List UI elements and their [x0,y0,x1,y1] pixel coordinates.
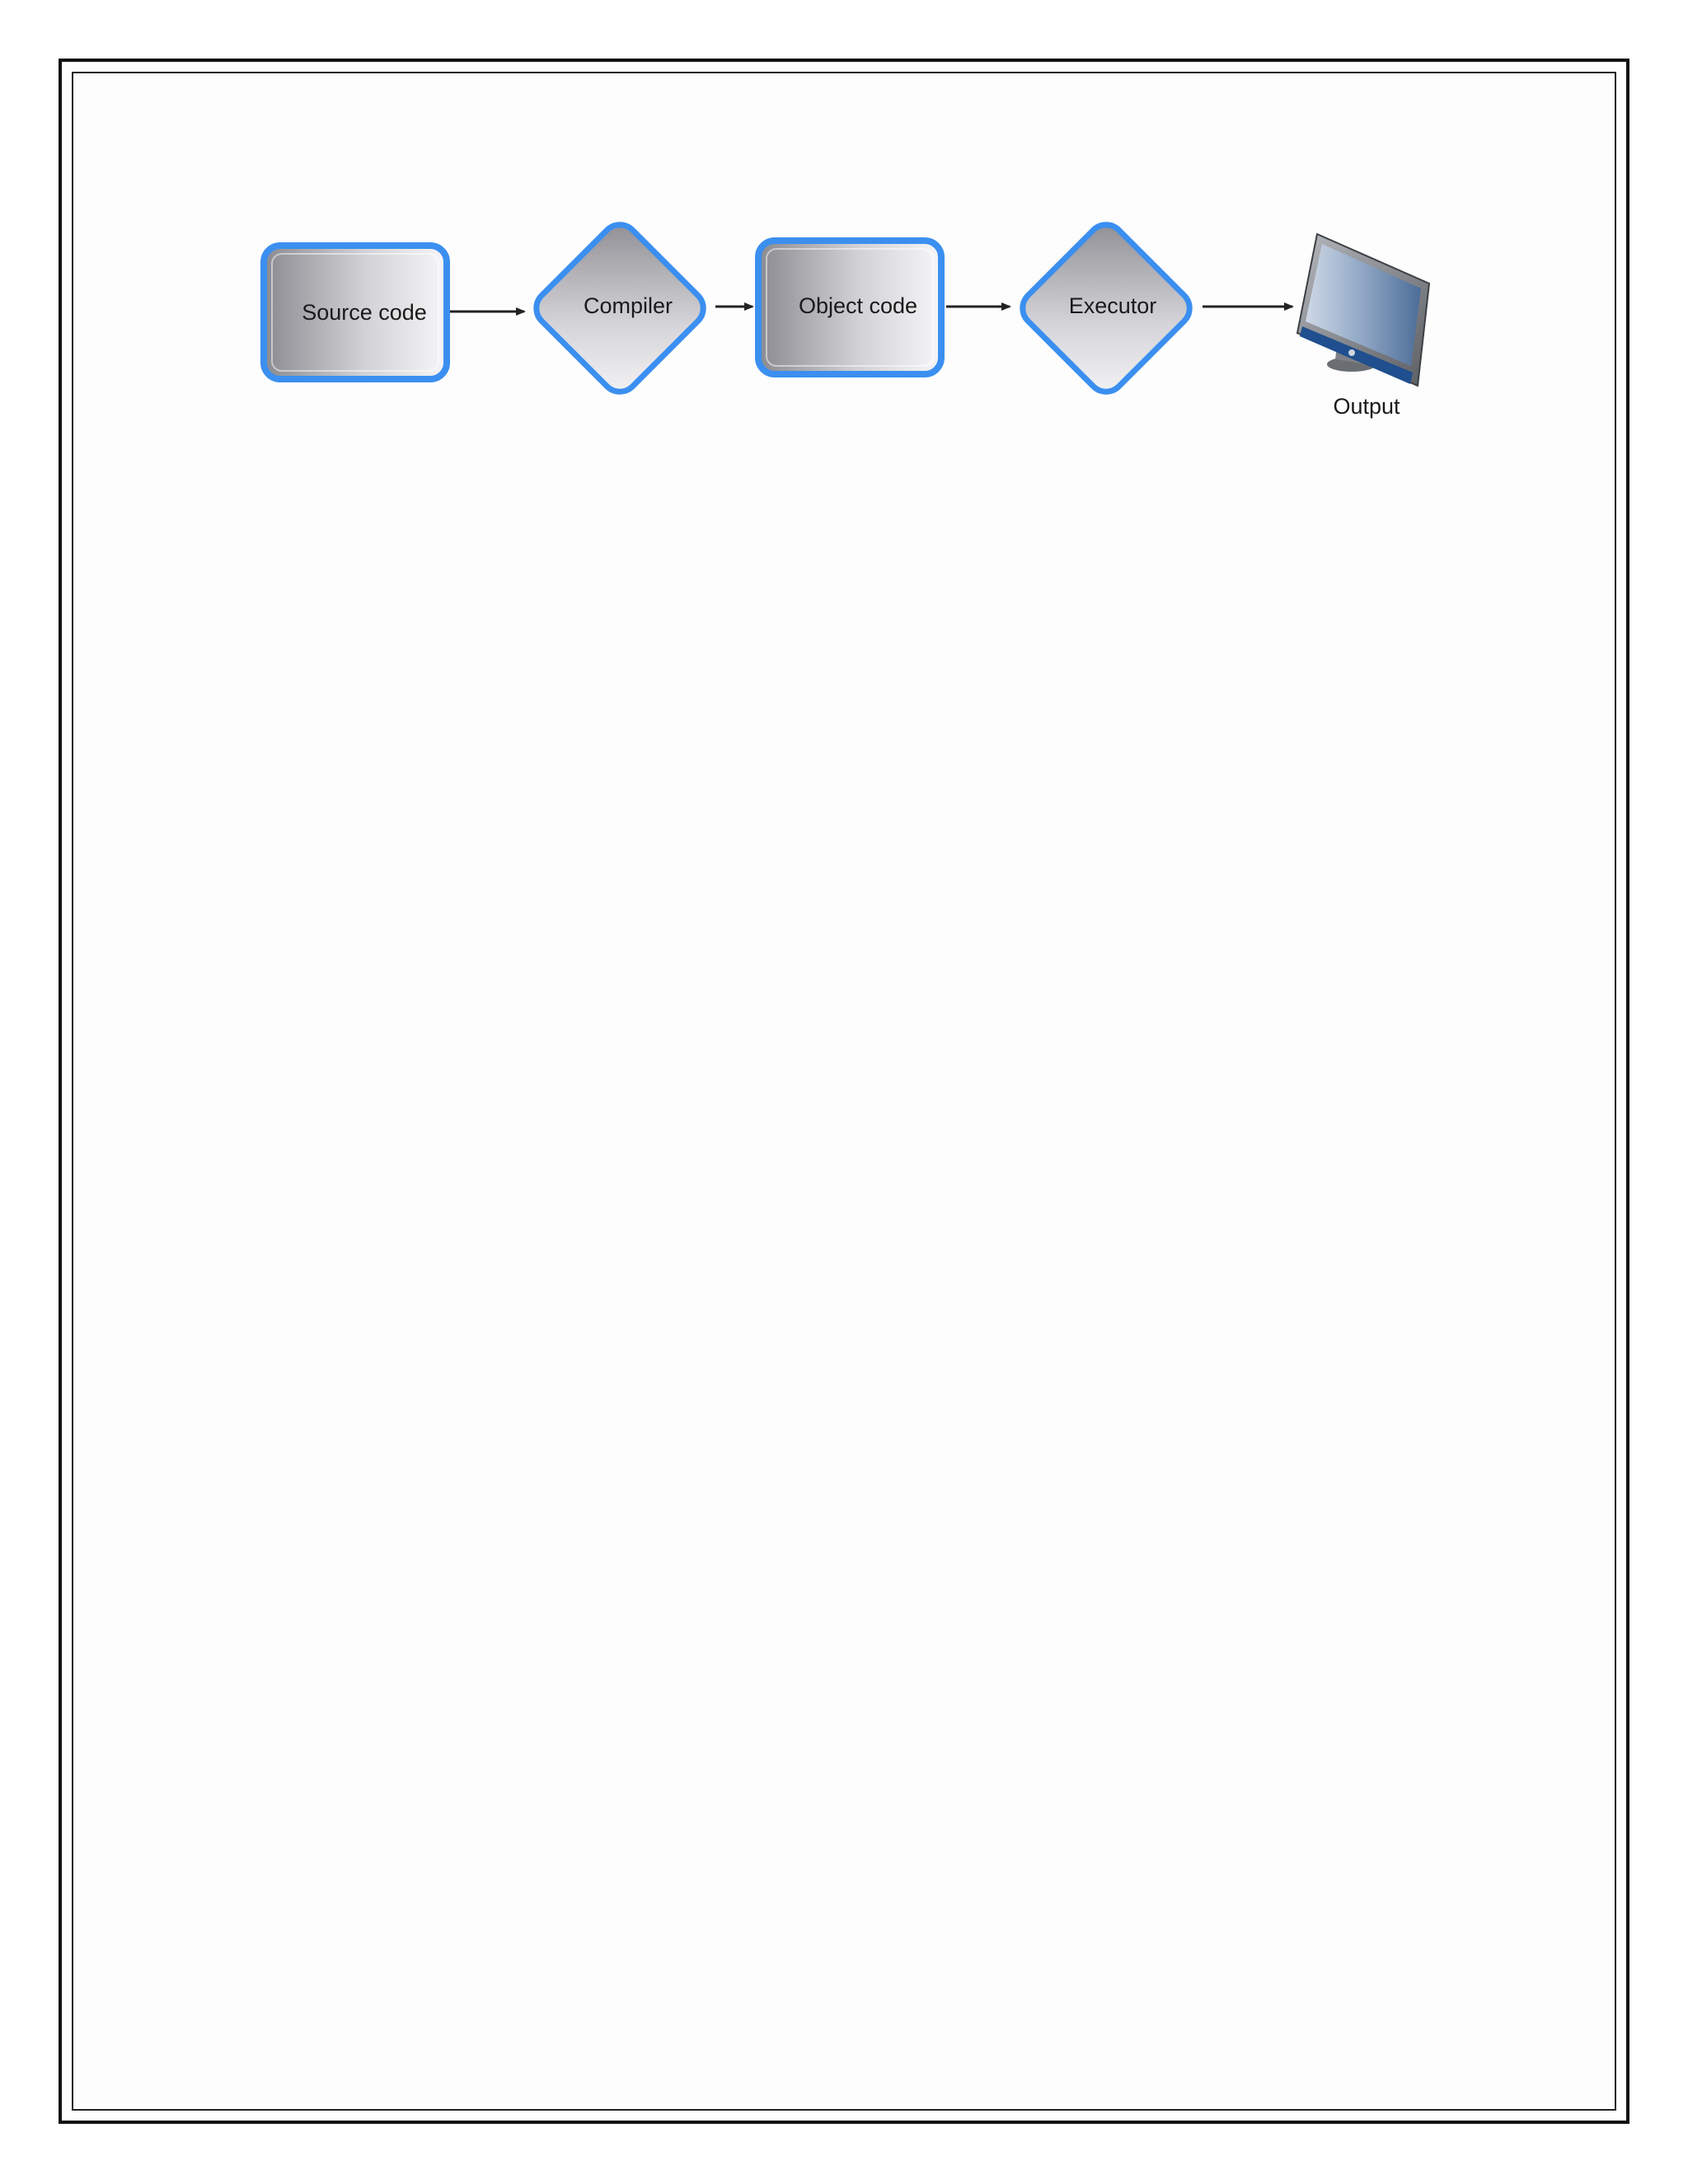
node-executor: Executor [1020,222,1193,395]
node-compiler-label: Compiler [584,293,673,318]
node-output: Output [1296,232,1431,419]
node-object-code: Object code [755,237,945,377]
page-border-inner [72,72,1616,2111]
node-executor-label: Executor [1069,293,1157,318]
node-compiler: Compiler [533,222,706,395]
node-object-code-label: Object code [799,293,917,318]
node-source-code-label: Source code [302,300,427,325]
node-source-code: Source code [260,242,450,382]
page-border-outer [59,59,1629,2124]
node-output-label: Output [1333,394,1400,419]
monitor-icon [1296,232,1431,387]
